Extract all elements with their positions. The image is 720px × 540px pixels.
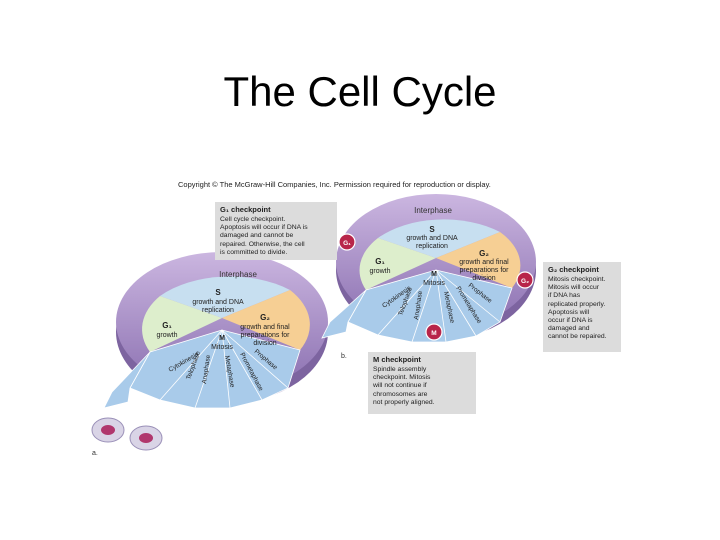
g2-checkpoint-line: Apoptosis will [548,308,590,316]
s-sector-b [378,219,500,258]
phase-a-anaphase: Anaphase [201,354,212,384]
m-label-b: M [431,271,437,278]
g1-checkpoint-line: is committed to divide. [220,248,288,256]
svg-text:G₁: G₁ [343,240,351,247]
g2-title-a: G₂ [260,313,270,322]
checkpoint-marker-g1: G₁ [338,233,356,251]
m-checkpoint-line: Spindle assembly [373,366,427,373]
m-checkpoint-line: checkpoint. Mitosis [373,374,431,382]
mitosis-dividers-a [159,329,289,409]
g2-sector-b [436,232,521,288]
m-checkpoint-line: will not continue if [373,382,427,390]
g1-sector-a [142,296,222,352]
copyright-notice: Copyright © The McGraw-Hill Companies, I… [178,180,491,189]
m-label-a: M [219,335,225,342]
g2-checkpoint-line: Mitosis will occur [548,284,599,292]
m-checkpoint-heading: M checkpoint [373,355,421,364]
g1-checkpoint-line: Apoptosis will occur if DNA is [220,224,308,232]
g2-title-b: G₂ [479,249,489,258]
g1-checkpoint-line: repaired. Otherwise, the cell [220,240,305,248]
mitosis-label-a: Mitosis [211,344,233,351]
g2-sector-a [222,290,310,350]
g2-desc-b-1: growth and final [459,259,509,266]
g2-desc-b-2: preparations for [459,267,509,274]
cytokinesis-arrow-a [103,351,151,409]
g2-checkpoint-box: G₂ checkpoint Mitosis checkpoint. Mitosi… [543,262,621,352]
cell-image-a [91,417,163,451]
checkpoint-marker-g2: G₂ [516,271,534,289]
g1-checkpoint-box: G₁ checkpoint Cell cycle checkpoint. Apo… [215,202,337,260]
svg-text:G₂: G₂ [521,278,529,285]
g2-checkpoint-line: cannot be repaired. [548,333,607,341]
g1-checkpoint-heading: G₁ checkpoint [220,205,271,214]
s-title-a: S [215,288,221,297]
m-checkpoint-line: not properly aligned. [373,398,435,406]
g2-desc-a-2: preparations for [240,332,290,339]
g2-checkpoint-line: damaged and [548,325,590,333]
svg-text:M: M [431,330,436,337]
g2-desc-a-3: division [253,340,276,347]
mitosis-dividers-b [377,269,501,343]
mitosis-label-b: Mitosis [423,280,445,287]
cytokinesis-arrow-b [321,289,367,339]
s-title-b: S [429,225,435,234]
interphase-label-a: Interphase [219,270,257,279]
g2-desc-b-3: division [472,275,495,282]
s-desc-b-1: growth and DNA [406,235,458,242]
diagram-b: Interphase S growth and DNA replication … [321,194,536,360]
g1-desc-b: growth [369,268,390,275]
g2-checkpoint-line: replicated properly. [548,300,606,308]
phase-b-anaphase: Anaphase [413,290,424,320]
g1-checkpoint-line: Cell cycle checkpoint. [220,216,286,223]
m-checkpoint-line: chromosomes are [373,390,428,398]
g2-checkpoint-heading: G₂ checkpoint [548,265,599,274]
panel-label-a: a. [92,450,98,457]
s-desc-b-2: replication [416,243,448,250]
g1-title-b: G₁ [375,257,385,266]
g2-desc-a-1: growth and final [240,324,290,331]
panel-label-b: b. [341,353,347,360]
g1-sector-b [359,238,436,290]
checkpoint-marker-m: M [425,323,443,341]
s-desc-a-1: growth and DNA [192,299,244,306]
g2-checkpoint-line: occur if DNA is [548,317,593,325]
m-checkpoint-box: M checkpoint Spindle assembly checkpoint… [368,352,476,414]
page-title: The Cell Cycle [223,68,497,115]
diagram-a: Interphase S growth and DNA replication … [91,252,328,457]
g1-checkpoint-line: damaged and cannot be [220,232,294,240]
g1-desc-a: growth [156,332,177,339]
g2-checkpoint-line: Mitosis checkpoint. [548,276,606,283]
s-sector-a [160,276,290,318]
s-desc-a-2: replication [202,307,234,314]
interphase-label-b: Interphase [414,206,452,215]
g2-checkpoint-line: if DNA has [548,292,581,300]
g1-title-a: G₁ [162,321,172,330]
